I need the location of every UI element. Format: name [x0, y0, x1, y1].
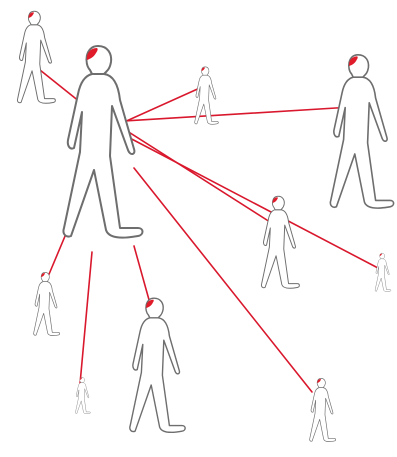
walker-far-right-small-figure	[375, 253, 391, 291]
walker-right-large-head	[349, 55, 369, 77]
walker-bottom-center-large-body	[130, 318, 185, 433]
walker-left-small-figure	[34, 272, 60, 335]
walker-top-center-body	[195, 75, 219, 124]
walker-far-right-small-body	[375, 259, 391, 292]
walker-right-large-figure	[330, 55, 393, 208]
walking-figures	[17, 11, 393, 441]
walker-middle-right-head	[272, 196, 284, 209]
walker-bottom-left-tiny-head	[80, 377, 85, 382]
walker-top-left-head	[28, 11, 40, 24]
walker-bottom-center-large-figure	[130, 298, 185, 432]
walker-bottom-center-large-head	[146, 298, 163, 318]
walker-left-small-head	[41, 272, 49, 281]
walker-bottom-left-tiny-figure	[75, 377, 90, 413]
walker-top-center-head	[202, 67, 209, 75]
walker-left-small-body	[34, 282, 60, 336]
walker-right-large-body	[330, 77, 393, 208]
walker-bottom-right-small-head	[317, 378, 325, 387]
connection-line-walker-bottom-center-large	[134, 246, 151, 307]
walker-hub-figure	[63, 46, 142, 238]
walker-bottom-left-tiny-body	[75, 383, 90, 414]
connection-line-walker-right-large	[124, 107, 352, 121]
walker-top-left-body	[17, 25, 55, 104]
connection-line-walker-bottom-left-tiny	[80, 252, 92, 384]
walker-bottom-right-small-body	[310, 388, 336, 442]
walker-bottom-right-small-figure	[310, 378, 336, 441]
connection-line-walker-middle-right	[124, 129, 270, 222]
walker-middle-right-body	[261, 210, 299, 289]
walker-top-left-figure	[17, 11, 55, 103]
walker-far-right-small-head	[380, 253, 385, 259]
walker-hub-head	[86, 46, 111, 74]
